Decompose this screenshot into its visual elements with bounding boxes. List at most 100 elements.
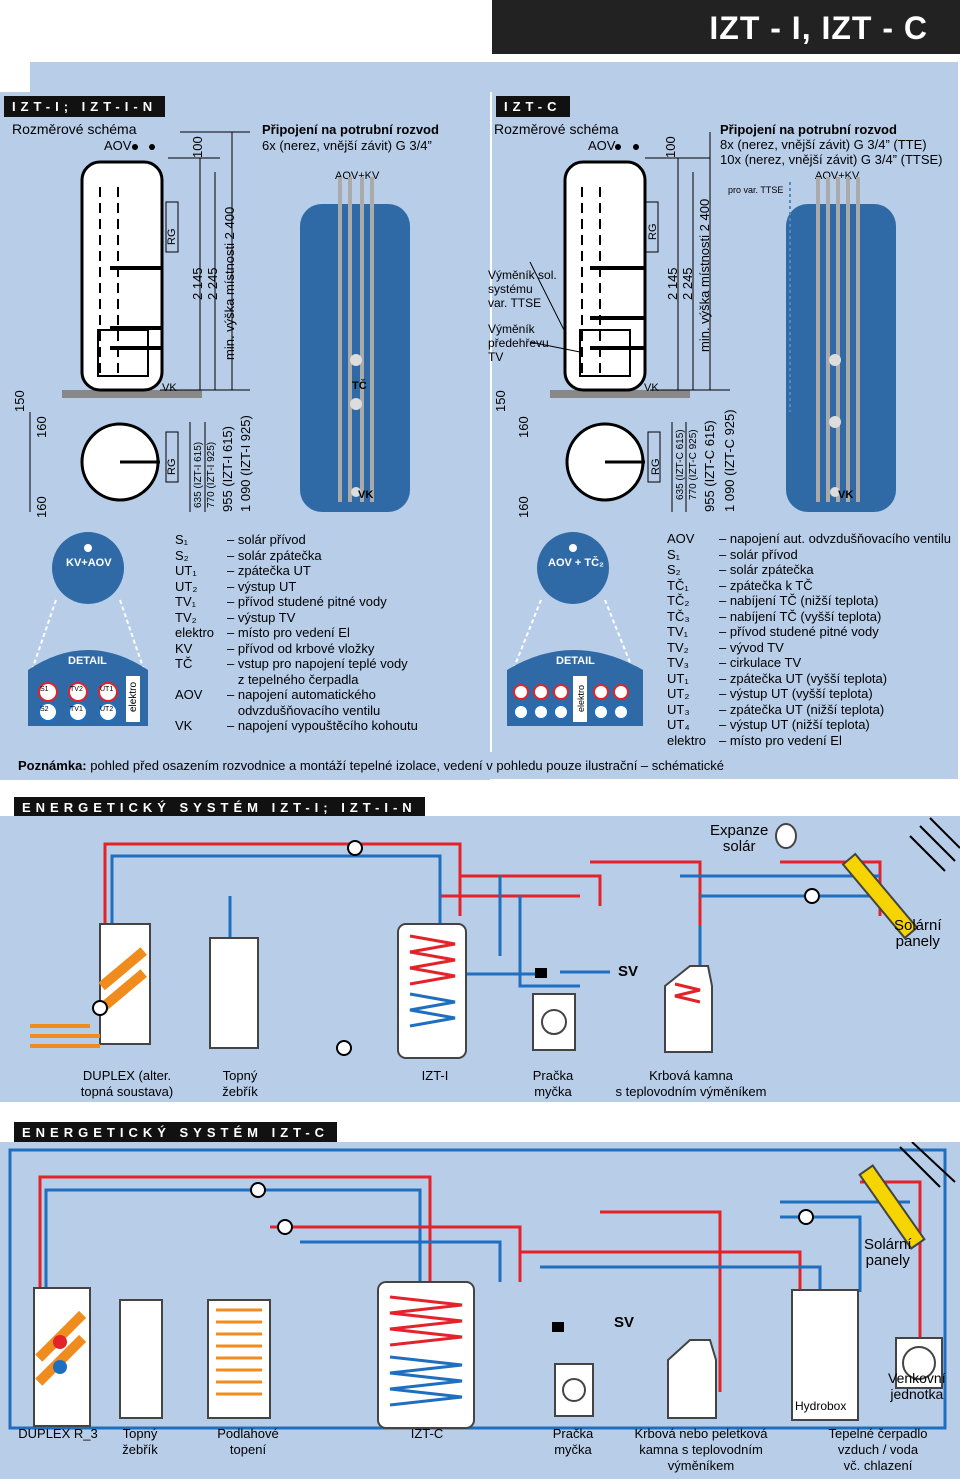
right-legend: AOV– napojení aut. odvzdušňovacího venti… xyxy=(667,531,951,748)
legend-row: AOV– napojení aut. odvzdušňovacího venti… xyxy=(667,531,952,546)
left-legend: S₁– solár přívod S₂– solár zpátečka UT₁–… xyxy=(175,532,418,734)
left-detail-drawing xyxy=(28,532,148,726)
caption-duplex: DUPLEX (alter.topná soustava) xyxy=(80,1068,174,1099)
aov-tc-label: AOV + TČ₂ xyxy=(548,557,604,569)
legend-row: TV₂– vývod TV xyxy=(667,639,784,655)
detail-s2: S2 xyxy=(40,706,49,713)
legend-row: UT₂– výstup UT xyxy=(175,578,297,594)
left-dimension-drawing xyxy=(29,131,410,512)
legend-row: KV– přívod od krbové vložky xyxy=(175,640,375,656)
hydrobox-label: Hydrobox xyxy=(795,1399,847,1413)
legend-row: UT₄– výstup UT (nižší teplota) xyxy=(667,717,870,732)
floor-hatch xyxy=(62,390,202,398)
system1-tab: ENERGETICKÝ SYSTÉM IZT-I; IZT-I-N xyxy=(14,797,425,818)
right-connection-sub2: 10x (nerez, vnější závit) G 3/4” (TTSE) xyxy=(720,152,943,167)
r-plan-dim-1090: 1 090 (IZT-C 925) xyxy=(722,409,737,512)
legend-row: TV₂– výstup TV xyxy=(175,609,296,625)
legend-row: UT₁– zpátečka UT xyxy=(175,563,311,578)
detail-s1: S1 xyxy=(40,686,49,693)
right-detail-label: DETAIL xyxy=(556,655,595,667)
legend-row: TČ– vstup pro napojení teplé vody xyxy=(175,656,408,671)
legend-row: TV₁– přívod studené pitné vody xyxy=(175,594,387,609)
legend-row: S₁– solár přívod xyxy=(175,532,306,547)
legend-row: TČ₁– zpátečka k TČ xyxy=(667,577,813,593)
left-elektro: elektro xyxy=(128,681,139,712)
r-plan-dim-770: 770 (IZT-C 925) xyxy=(688,429,699,500)
left-tab: IZT-I; IZT-I-N xyxy=(4,96,166,117)
plan-dim-635: 635 (IZT-I 615) xyxy=(193,441,204,508)
panel-divider xyxy=(490,92,492,752)
plan-dim-770: 770 (IZT-I 925) xyxy=(206,441,217,508)
system1-diagram xyxy=(30,817,960,1059)
legend-row: elektro– místo pro vedení El xyxy=(175,625,350,640)
legend-row: UT₃– zpátečka UT (nižší teplota) xyxy=(667,701,885,717)
r-dim-room-height: min. výška místnosti 2 400 xyxy=(697,198,712,352)
dim-2245: 2 245 xyxy=(205,267,220,300)
right-connection-sub1: 8x (nerez, vnější závit) G 3/4” (TTE) xyxy=(720,137,927,152)
r-dim-2245: 2 245 xyxy=(680,267,695,300)
plan-dim-955: 955 (IZT-I 615) xyxy=(220,426,235,512)
left-vk: VK xyxy=(358,489,374,501)
detail-tv1: TV1 xyxy=(70,706,83,713)
r-dim-2145: 2 145 xyxy=(665,267,680,300)
right-heading: Rozměrové schéma xyxy=(494,121,619,137)
left-vk-small: VK xyxy=(162,382,177,394)
legend-row: TV₃– cirkulace TV xyxy=(667,655,802,670)
r-side-dim-150: 150 xyxy=(493,390,508,412)
side-dim-150: 150 xyxy=(12,390,27,412)
right-dimension-drawing xyxy=(529,132,896,512)
legend-row: UT₂– výstup UT (vyšší teplota) xyxy=(667,686,873,701)
legend-row: S₁– solár přívod xyxy=(667,546,798,562)
left-connection-sub: 6x (nerez, vnější závit) G 3/4” xyxy=(262,138,432,153)
side-dim-160b: 160 xyxy=(34,496,49,518)
legend-row: S₂– solár zpátečka xyxy=(175,547,322,563)
r-dim-100: 100 xyxy=(663,136,678,158)
right-tab: IZT-C xyxy=(496,96,570,117)
r-plan-dim-635: 635 (IZT-C 615) xyxy=(675,429,686,500)
note: Poznámka: pohled před osazením rozvodnic… xyxy=(18,758,725,773)
legend-row: S₂– solár zpátečka xyxy=(667,562,814,577)
caption-izti: IZT-I xyxy=(421,1068,449,1083)
left-detail-label: DETAIL xyxy=(68,655,107,667)
legend-row: TČ₂– nabíjení TČ (nižší teplota) xyxy=(667,593,879,608)
r-plan-dim-955: 955 (IZT-C 615) xyxy=(702,420,717,512)
legend-row: UT₁– zpátečka UT (vyšší teplota) xyxy=(667,670,888,686)
detail-tv2: TV2 xyxy=(70,686,83,693)
right-detail-drawing xyxy=(507,532,643,726)
left-rg: RG xyxy=(166,228,178,246)
system2-sv: SV xyxy=(614,1314,635,1331)
detail-ut1: UT1 xyxy=(100,686,114,693)
left-rg-plan: RG xyxy=(166,458,178,476)
side-dim-160a: 160 xyxy=(34,416,49,438)
right-aov-label: AOV xyxy=(588,138,616,153)
plan-dim-1090: 1 090 (IZT-I 925) xyxy=(238,415,253,512)
right-vk: VK xyxy=(838,489,854,501)
dim-room-height: min. výška místnosti 2 400 xyxy=(222,206,237,360)
caption-duplex-r3: DUPLEX R_3 xyxy=(18,1426,98,1441)
left-tc: TČ xyxy=(352,380,367,392)
legend-row: odvzdušňovacího ventilu xyxy=(227,702,381,718)
right-connection-title: Připojení na potrubní rozvod xyxy=(720,122,897,137)
r-side-dim-160b: 160 xyxy=(516,496,531,518)
dim-2145: 2 145 xyxy=(190,267,205,300)
left-connection-title: Připojení na potrubní rozvod xyxy=(262,122,439,137)
detail-ut2: UT2 xyxy=(100,706,114,713)
system1-panel xyxy=(0,816,960,1102)
legend-row: AOV– napojení automatického xyxy=(175,687,376,702)
kv-aov-label: KV+AOV xyxy=(66,557,112,569)
legend-row: VK– napojení vypouštěcího kohoutu xyxy=(175,718,418,733)
header-bar xyxy=(492,0,960,54)
legend-row: z tepelného čerpadla xyxy=(227,671,359,687)
right-vk-small: VK xyxy=(644,382,659,394)
left-aov-kv: AOV+KV xyxy=(335,170,380,182)
